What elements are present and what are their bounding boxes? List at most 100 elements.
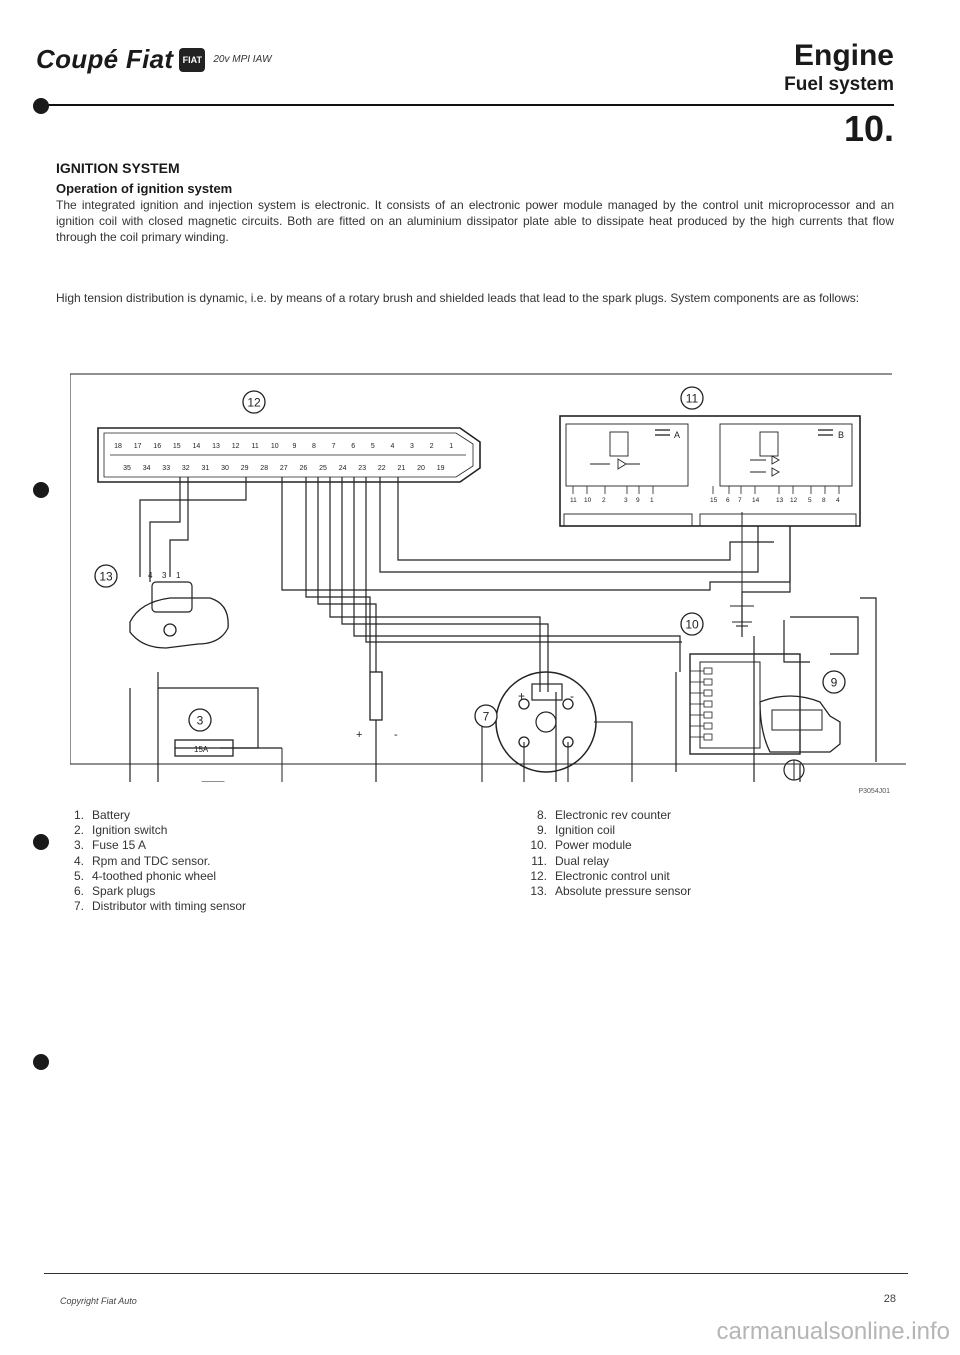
- ecu-pin-top: 7: [332, 443, 336, 450]
- callout-10: 10: [680, 612, 704, 636]
- ecu-pin-top: 16: [153, 443, 161, 450]
- subsection-title: Fuel system: [784, 74, 894, 95]
- binder-hole: [33, 834, 49, 850]
- legend-item: 12.Electronic control unit: [525, 869, 691, 884]
- legend-number: 9.: [536, 823, 547, 838]
- legend-item: 7. Distributor with timing sensor: [62, 899, 246, 914]
- legend-number: 4.: [73, 853, 84, 868]
- relay-pin-b: 12: [790, 497, 798, 504]
- relay-pin-b: 4: [836, 497, 840, 504]
- relay-a-label: A: [674, 430, 680, 440]
- callout-12: 12: [242, 390, 266, 414]
- ecu-pin-top: 8: [312, 443, 316, 450]
- callout-9: 9: [822, 670, 846, 694]
- header-rule: [44, 104, 894, 106]
- binder-hole: [33, 482, 49, 498]
- description-paragraph: The integrated ignition and injection sy…: [56, 198, 894, 244]
- brand-name: Coupé Fiat: [36, 44, 174, 74]
- power-module-pin: [703, 689, 713, 697]
- ecu-pin-bottom: 26: [300, 465, 308, 472]
- callout-13: 13: [94, 564, 118, 588]
- watermark: carmanualsonline.info: [716, 1318, 950, 1345]
- ecu-pin-bottom: 33: [162, 465, 170, 472]
- relay-pin-b: 15: [710, 497, 718, 504]
- binder-hole: [33, 98, 49, 114]
- ecu-pin-top: 11: [252, 443, 259, 450]
- section-title: Engine: [793, 39, 894, 72]
- legend-item: 11.Dual relay: [525, 854, 691, 869]
- diagram-frame: [70, 373, 906, 765]
- legend-number: 3.: [73, 838, 84, 853]
- power-module-pin: [703, 733, 713, 741]
- legend-label: Fuse 15 A: [92, 838, 147, 853]
- engine-variant: 20v MPI IAW: [213, 54, 272, 65]
- ignition-system-heading: IGNITION SYSTEM: [56, 160, 180, 176]
- ecu-pin-bottom: 31: [202, 465, 210, 472]
- page-number: 28: [883, 1293, 896, 1305]
- rpm-sensor-negative: -: [394, 729, 398, 741]
- ground-symbols: [732, 608, 752, 627]
- relay-pin-a: 3: [624, 497, 628, 504]
- legend-label: 4-toothed phonic wheel: [92, 868, 217, 883]
- legend-label: Ignition switch: [92, 823, 168, 838]
- ecu-pin-bottom: 24: [339, 465, 347, 472]
- ecu-pin-bottom: 22: [378, 465, 386, 472]
- operation-subheading: Operation of ignition system: [56, 181, 233, 196]
- ecu-pin-top: 14: [193, 443, 201, 450]
- power-module-and-coil: [689, 653, 841, 781]
- ecu-pin-bottom: 20: [417, 465, 425, 472]
- legend-label: Battery: [92, 808, 131, 822]
- legend-label: Absolute pressure sensor: [555, 884, 692, 899]
- legend-label: Distributor with timing sensor: [92, 899, 247, 914]
- ecu-pin-top: 1: [449, 443, 453, 450]
- ecu-pin-top: 5: [371, 443, 375, 450]
- legend-number: 6.: [73, 884, 84, 899]
- callout-number: 3: [197, 714, 204, 728]
- footer-rule: [44, 1273, 908, 1274]
- header-brand-block: Coupé Fiat FIAT 20v MPI IAW: [36, 44, 272, 75]
- sensor-pin-4: 4: [148, 571, 153, 580]
- relay-pin-a: 11: [570, 497, 577, 504]
- legend-number: 5.: [73, 868, 84, 883]
- ecu-pin-top: 2: [430, 443, 434, 450]
- callout-number: 13: [99, 570, 113, 584]
- ecu-pin-top: 10: [271, 443, 279, 450]
- ecu-pin-bottom: 25: [319, 465, 327, 472]
- ecu-pin-bottom: 30: [221, 465, 229, 472]
- header-section-block: Engine Fuel system: [784, 40, 894, 96]
- fuse-15a: 15A: [174, 739, 234, 757]
- power-module-pins: [690, 667, 713, 741]
- sensor-pin-1: 1: [176, 571, 181, 580]
- ecu-pin-bottom: 34: [143, 465, 151, 472]
- component-callouts: 12345678910111213: [94, 386, 846, 732]
- relay-pin-a: 1: [650, 497, 654, 504]
- relay-pin-b: 6: [726, 497, 730, 504]
- ecu-pin-bottom: 28: [260, 465, 268, 472]
- legend-item: 13. Absolute pressure sensor: [525, 884, 691, 899]
- relay-pin-b: 14: [752, 497, 760, 504]
- distributor-negative: -: [570, 689, 574, 703]
- relay-pin-a: 2: [602, 497, 606, 504]
- legend-number: 1.: [73, 808, 84, 822]
- ecu-pin-bottom: 32: [182, 465, 190, 472]
- legend-number: 13.: [530, 884, 547, 899]
- fuse-label: 15A: [194, 745, 209, 754]
- legend-number: 7.: [73, 899, 84, 914]
- legend-item: 1. Battery: [62, 808, 246, 823]
- power-module-pin: [703, 711, 713, 719]
- distributor: + -: [481, 671, 633, 782]
- power-module-pin: [703, 700, 713, 708]
- ecu-pin-top: 15: [173, 443, 181, 450]
- ecu-pin-top: 3: [410, 443, 414, 450]
- relay-b-label: B: [838, 430, 844, 440]
- callout-11: 11: [680, 386, 704, 410]
- legend-label: Ignition coil: [555, 823, 616, 838]
- fiat-logo-icon: FIAT: [179, 47, 206, 72]
- ecu-pin-top: 6: [351, 443, 355, 450]
- legend-item: 6.Spark plugs: [62, 884, 246, 899]
